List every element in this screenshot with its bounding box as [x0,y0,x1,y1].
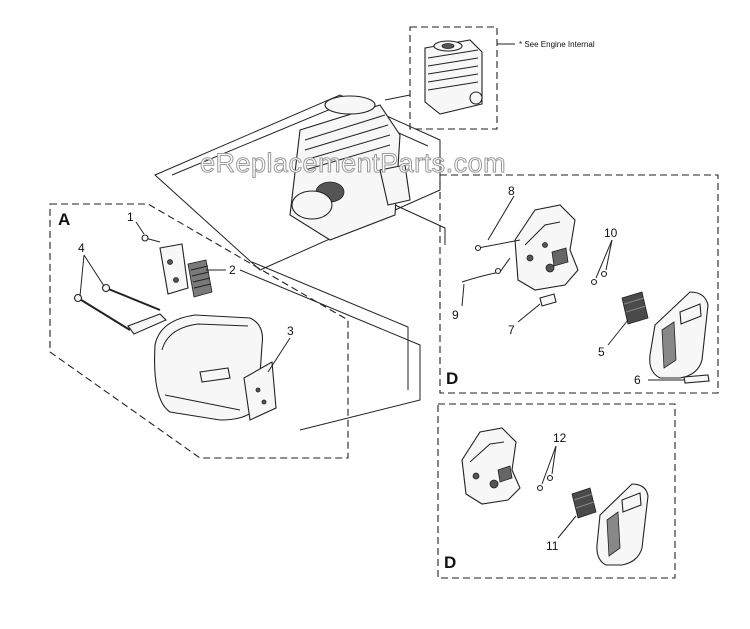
pin-icon [683,374,710,384]
bracket-icon [159,243,189,295]
engine-inset: * See Engine Internal [384,26,595,130]
air-filter-base-icon [514,204,579,291]
gasket-strip-icon [127,313,167,335]
screw-icon [141,234,161,243]
choke-wire-icon [461,257,511,283]
muffler-icon [154,314,264,421]
air-filter-base-2-icon [461,427,521,505]
filter-element-2-icon [571,487,597,519]
callout-11: 11 [546,539,559,553]
screw-12a-icon [536,484,544,492]
callout-8: 8 [508,184,515,198]
screw-10b-icon [600,270,608,278]
section-a-label: A [58,210,70,229]
section-d-bottom-label: D [444,553,456,572]
section-d-bottom-frame [437,403,676,579]
watermark: eReplacementParts.com [200,148,506,178]
engine-note: * See Engine Internal [519,40,595,49]
screw-8-icon [474,244,482,252]
screw-10a-icon [590,278,598,286]
spark-screen-icon [187,259,213,298]
engine-assembly [154,94,446,431]
callout-4: 4 [78,241,85,255]
bolt-icon [73,283,161,331]
air-filter-cover-2-icon [596,483,649,566]
callout-3: 3 [287,324,294,338]
callout-7: 7 [508,323,515,337]
cylinder-icon [424,39,483,115]
section-d-top-label: D [446,369,458,388]
section-a-frame [49,203,349,459]
air-filter-cover-icon [649,291,709,379]
engine-inset-frame [409,26,498,130]
callout-9: 9 [452,308,459,322]
callout-5: 5 [598,345,605,359]
heat-shield-icon [243,361,277,421]
filter-element-icon [621,291,649,325]
section-a: A [49,203,349,459]
screw-12b-icon [546,474,554,482]
callout-12: 12 [553,431,567,445]
section-d-top-frame [439,174,719,394]
section-d-bottom: D 12 11 [437,403,676,579]
choke-block-icon [539,293,557,307]
callout-10: 10 [604,226,618,240]
callout-1: 1 [127,210,134,224]
callout-6: 6 [634,373,641,387]
section-d-top: D [439,174,719,394]
callout-2: 2 [229,263,236,277]
